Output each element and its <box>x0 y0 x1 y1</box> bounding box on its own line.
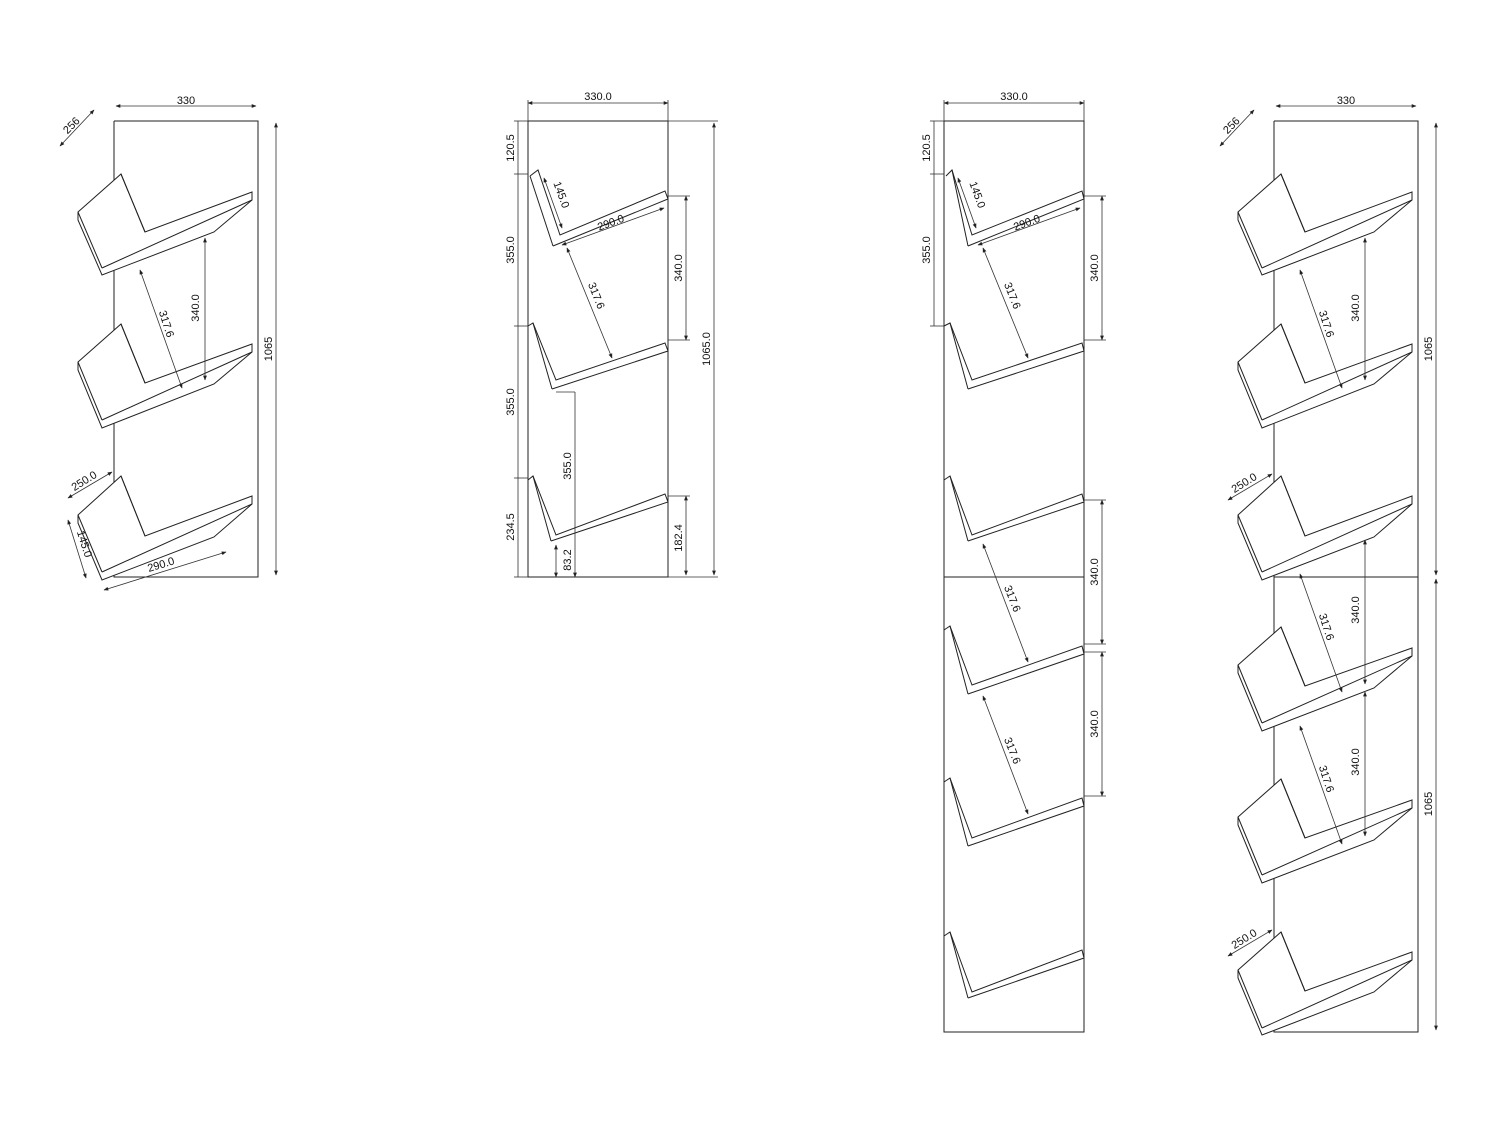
view-4-shelf-5 <box>1237 778 1413 884</box>
view-3-shelf-5 <box>943 777 1085 847</box>
dim-base: 290.0 <box>1012 213 1042 234</box>
view-4-shelf-1 <box>1237 173 1413 276</box>
view-4-back-panel <box>1273 120 1419 1033</box>
view-1: 330 256 1065 317.6 340.0 250.0 145.0 290… <box>59 95 278 591</box>
dim-spacing: 340.0 <box>190 294 202 322</box>
view-2-panel <box>527 120 669 578</box>
view-4-shelf-4 <box>1237 626 1413 732</box>
view-3: 330.0 120.5 355.0 145.0 290.0 317.6 317.… <box>921 91 1106 1033</box>
view-2-shelf-3 <box>527 475 669 542</box>
dim-depth: 256 <box>1221 115 1242 136</box>
dim-top-offset: 120.5 <box>505 134 517 162</box>
dim-shelf-len-1: 250.0 <box>1230 471 1260 496</box>
dim-seg2: 355.0 <box>505 388 517 416</box>
dim-top-offset: 120.5 <box>921 134 933 162</box>
dim-spacing-3: 340.0 <box>1089 710 1101 738</box>
dim-spacing-3: 340.0 <box>1350 748 1362 776</box>
dim-spacing-1: 340.0 <box>1350 294 1362 322</box>
view-2: 330.0 120.5 355.0 355.0 234.5 145.0 290.… <box>505 91 718 578</box>
dim-depth: 256 <box>61 115 82 136</box>
dim-right-spacing: 340.0 <box>673 254 685 282</box>
dim-right-bottom: 182.4 <box>673 524 685 552</box>
view-3-shelf-2 <box>943 322 1085 390</box>
dim-height: 1065 <box>263 337 275 361</box>
dim-width: 330 <box>177 95 195 107</box>
view-1-shelf-1 <box>77 173 253 276</box>
view-3-shelf-3 <box>943 475 1085 542</box>
dim-width: 330 <box>1337 95 1355 107</box>
dim-height-1: 1065 <box>1423 337 1435 361</box>
view-3-shelf-1 <box>945 169 1085 247</box>
dim-bottom: 234.5 <box>505 513 517 541</box>
dim-diag: 317.6 <box>585 281 606 311</box>
dim-seg1: 355.0 <box>505 236 517 264</box>
view-4-shelf-6 <box>1237 931 1413 1036</box>
view-3-shelf-4 <box>943 625 1085 695</box>
dim-height-2: 1065 <box>1423 792 1435 816</box>
dim-spacing-2: 340.0 <box>1350 596 1362 624</box>
dim-shelf-len: 250.0 <box>70 469 100 494</box>
dim-width: 330.0 <box>584 91 612 103</box>
dim-inner: 355.0 <box>562 452 574 480</box>
dim-seg1: 355.0 <box>921 236 933 264</box>
dim-spacing-2: 340.0 <box>1089 558 1101 586</box>
view-4: 330 256 1065 1065 317.6 340.0 317.6 340.… <box>1219 95 1438 1036</box>
dim-spacing-1: 340.0 <box>1089 254 1101 282</box>
dim-base: 290.0 <box>596 213 626 234</box>
dim-width: 330.0 <box>1000 91 1028 103</box>
dim-back: 145.0 <box>966 180 987 210</box>
view-2-shelf-2 <box>527 322 669 390</box>
dim-diag-1: 317.6 <box>1001 281 1022 311</box>
dim-total-height: 1065.0 <box>701 332 713 366</box>
view-3-shelf-6 <box>943 931 1085 999</box>
view-2-shelf-1 <box>529 169 669 247</box>
view-4-shelf-3 <box>1237 475 1413 581</box>
dim-small: 83.2 <box>562 549 574 570</box>
dim-shelf-len-2: 250.0 <box>1230 927 1260 952</box>
